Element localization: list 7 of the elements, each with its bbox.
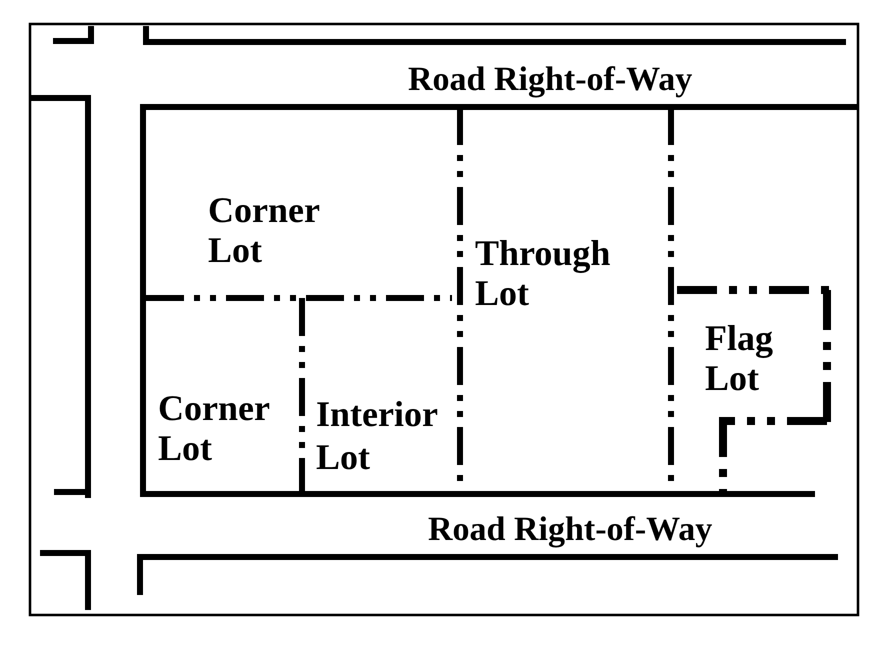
lot-label: Flag Lot: [705, 318, 773, 398]
lot-label: Corner Lot: [208, 190, 320, 270]
lot-label: Interior Lot: [316, 393, 438, 479]
lot-label: Corner Lot: [158, 388, 270, 468]
lot-label: Through Lot: [475, 233, 610, 313]
road-label: Road Right-of-Way: [408, 60, 692, 100]
road-label: Road Right-of-Way: [428, 510, 712, 550]
